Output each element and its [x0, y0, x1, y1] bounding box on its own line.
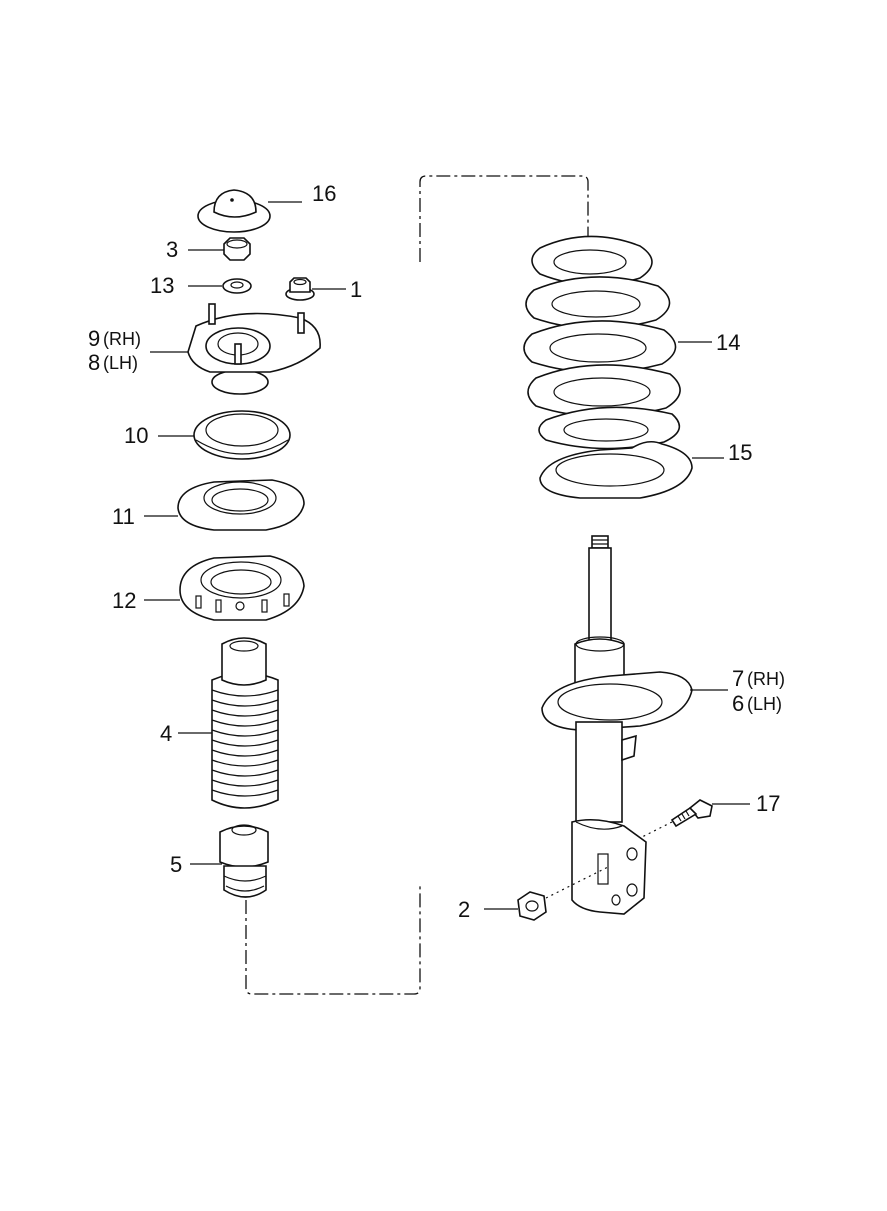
callout-4: 4: [160, 721, 172, 746]
callout-14: 14: [716, 330, 740, 355]
callout-1: 1: [350, 277, 362, 302]
part-3-nut: [223, 237, 251, 261]
callout-12: 12: [112, 588, 136, 613]
assembly-line-bottom: [245, 885, 421, 995]
part-15-lower-spring-pad: [539, 440, 693, 499]
callout-5: 5: [170, 852, 182, 877]
callout-13: 13: [150, 273, 174, 298]
part-5-bump-stop: [219, 824, 269, 898]
part-10-bearing: [193, 410, 291, 460]
callout-7: 7: [732, 666, 744, 691]
callout-8-side: (LH): [103, 353, 138, 373]
callout-6: 6: [732, 691, 744, 716]
part-1-flange-nut: [285, 277, 315, 301]
callout-9-side: (RH): [103, 329, 141, 349]
part-12-spring-pad: [179, 555, 305, 621]
callout-10: 10: [124, 423, 148, 448]
callout-3: 3: [166, 237, 178, 262]
part-8-9-strut-mount: [187, 303, 321, 395]
callout-15: 15: [728, 440, 752, 465]
callout-6-side: (LH): [747, 694, 782, 714]
part-14-coil-spring: [523, 235, 681, 450]
part-11-upper-spring-seat: [177, 479, 305, 531]
part-17-bolt: [670, 799, 713, 828]
part-2-hex-nut: [517, 891, 547, 921]
callout-2: 2: [458, 897, 470, 922]
callout-9: 9: [88, 326, 100, 351]
part-13-washer: [222, 278, 252, 294]
part-16-dust-cap: [197, 189, 271, 233]
part-4-dust-boot: [211, 637, 279, 809]
part-6-7-strut-assembly: [541, 535, 693, 915]
callout-17: 17: [756, 791, 780, 816]
assembly-line-top: [419, 175, 589, 262]
callout-7-side: (RH): [747, 669, 785, 689]
callout-11: 11: [112, 504, 135, 529]
callout-8: 8: [88, 350, 100, 375]
callout-16: 16: [312, 181, 336, 206]
